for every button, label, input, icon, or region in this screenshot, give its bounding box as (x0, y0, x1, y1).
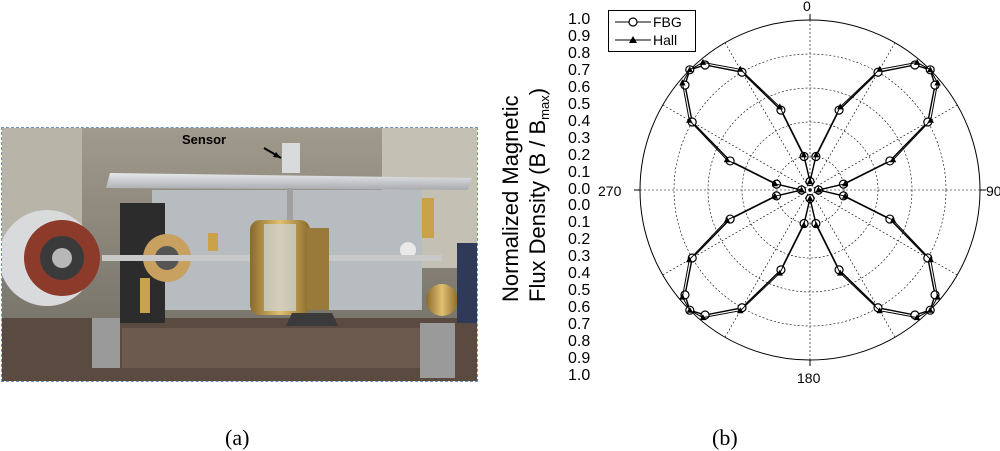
data-point-hall (776, 269, 783, 276)
sensor-label: Sensor (182, 132, 226, 147)
grid-spoke (662, 189, 811, 276)
legend-item-hall: Hall (613, 32, 697, 48)
experimental-setup-photo: Sensor (1, 127, 478, 382)
data-point-hall (771, 192, 779, 199)
legend: FBG Hall (608, 10, 696, 52)
data-point-hall (806, 195, 814, 201)
caption-a: (a) (225, 425, 250, 450)
data-point-hall (723, 216, 731, 223)
data-point-hall (837, 269, 844, 276)
angle-label-270: 270 (598, 183, 622, 199)
data-point-hall (686, 306, 693, 313)
angle-label-180: 180 (797, 370, 821, 386)
data-point-hall (686, 116, 693, 123)
radial-tick-label: 0.7 (568, 316, 591, 333)
radial-tick-label: 0.9 (568, 28, 591, 45)
grid-spoke (724, 189, 811, 338)
data-point-hall (889, 156, 897, 163)
data-point-hall (737, 65, 744, 72)
radial-tick-label: 0.2 (568, 231, 591, 248)
data-point-hall (927, 306, 934, 313)
data-point-hall (771, 180, 779, 187)
data-point-hall (806, 178, 814, 184)
data-point-hall (699, 314, 707, 321)
radial-tick-label: 0.6 (568, 299, 591, 316)
radial-tick-label: 0.4 (568, 265, 591, 282)
grid-spoke (809, 189, 896, 338)
data-point-hall (927, 116, 934, 123)
data-point-hall (686, 256, 693, 263)
data-point-hall (837, 103, 844, 110)
sensor-probe (282, 143, 300, 173)
caption-b: (b) (712, 425, 738, 450)
data-point-hall (876, 65, 883, 72)
data-point-hall (800, 151, 808, 158)
data-point-hall (841, 192, 849, 199)
polar-plot (634, 14, 986, 366)
top-plate (106, 173, 472, 190)
data-point-hall (927, 256, 934, 263)
radial-tick-label: 0.6 (568, 79, 591, 96)
data-point-hall (812, 151, 820, 158)
radial-tick-label: 0.0 (568, 181, 591, 198)
radial-tick-label: 0.3 (568, 130, 591, 147)
data-point-hall (723, 156, 731, 163)
grid-spoke (809, 189, 958, 276)
data-point-hall (913, 314, 921, 321)
grid-spoke (724, 42, 811, 191)
data-point-hall (934, 293, 941, 300)
radial-tick-label: 0.2 (568, 147, 591, 164)
radial-tick-label: 0.3 (568, 248, 591, 265)
filled-triangle-marker-icon (615, 36, 651, 43)
legend-label-fbg: FBG (653, 14, 682, 30)
grid-spoke (662, 104, 811, 191)
radial-tick-label: 0.7 (568, 62, 591, 79)
data-point-hall (812, 221, 820, 228)
data-point-hall (798, 186, 805, 193)
data-point-hall (934, 79, 941, 86)
radial-tick-label: 0.4 (568, 113, 591, 130)
data-point-hall (889, 216, 897, 223)
radial-tick-label: 0.0 (568, 197, 591, 214)
open-circle-marker-icon (615, 17, 651, 27)
radial-tick-label: 0.5 (568, 96, 591, 113)
angle-label-90: 90 (986, 183, 1000, 199)
grid-spoke (809, 42, 896, 191)
angle-label-0: 0 (803, 0, 811, 14)
data-point-hall (679, 79, 686, 86)
radial-tick-label: 0.1 (568, 214, 591, 231)
data-point-hall (699, 58, 707, 65)
right-coupling (426, 284, 458, 316)
data-point-hall (927, 66, 934, 73)
radial-tick-label: 0.9 (568, 350, 591, 367)
radial-tick-label: 0.8 (568, 333, 591, 350)
data-point-hall (776, 103, 783, 110)
data-point-hall (815, 186, 822, 193)
radial-tick-label: 1.0 (568, 367, 591, 384)
data-point-hall (686, 66, 693, 73)
data-point-hall (679, 293, 686, 300)
data-point-hall (737, 307, 744, 314)
data-point-hall (913, 58, 921, 65)
legend-item-fbg: FBG (613, 14, 697, 30)
data-point-hall (800, 221, 808, 228)
radial-tick-label: 1.0 (568, 11, 591, 28)
radial-tick-label: 0.1 (568, 164, 591, 181)
data-point-hall (841, 180, 849, 187)
data-point-hall (876, 307, 883, 314)
legend-label-hall: Hall (653, 32, 678, 48)
radial-tick-label: 0.8 (568, 45, 591, 62)
grid-spoke (809, 104, 958, 191)
radial-tick-label: 0.5 (568, 282, 591, 299)
